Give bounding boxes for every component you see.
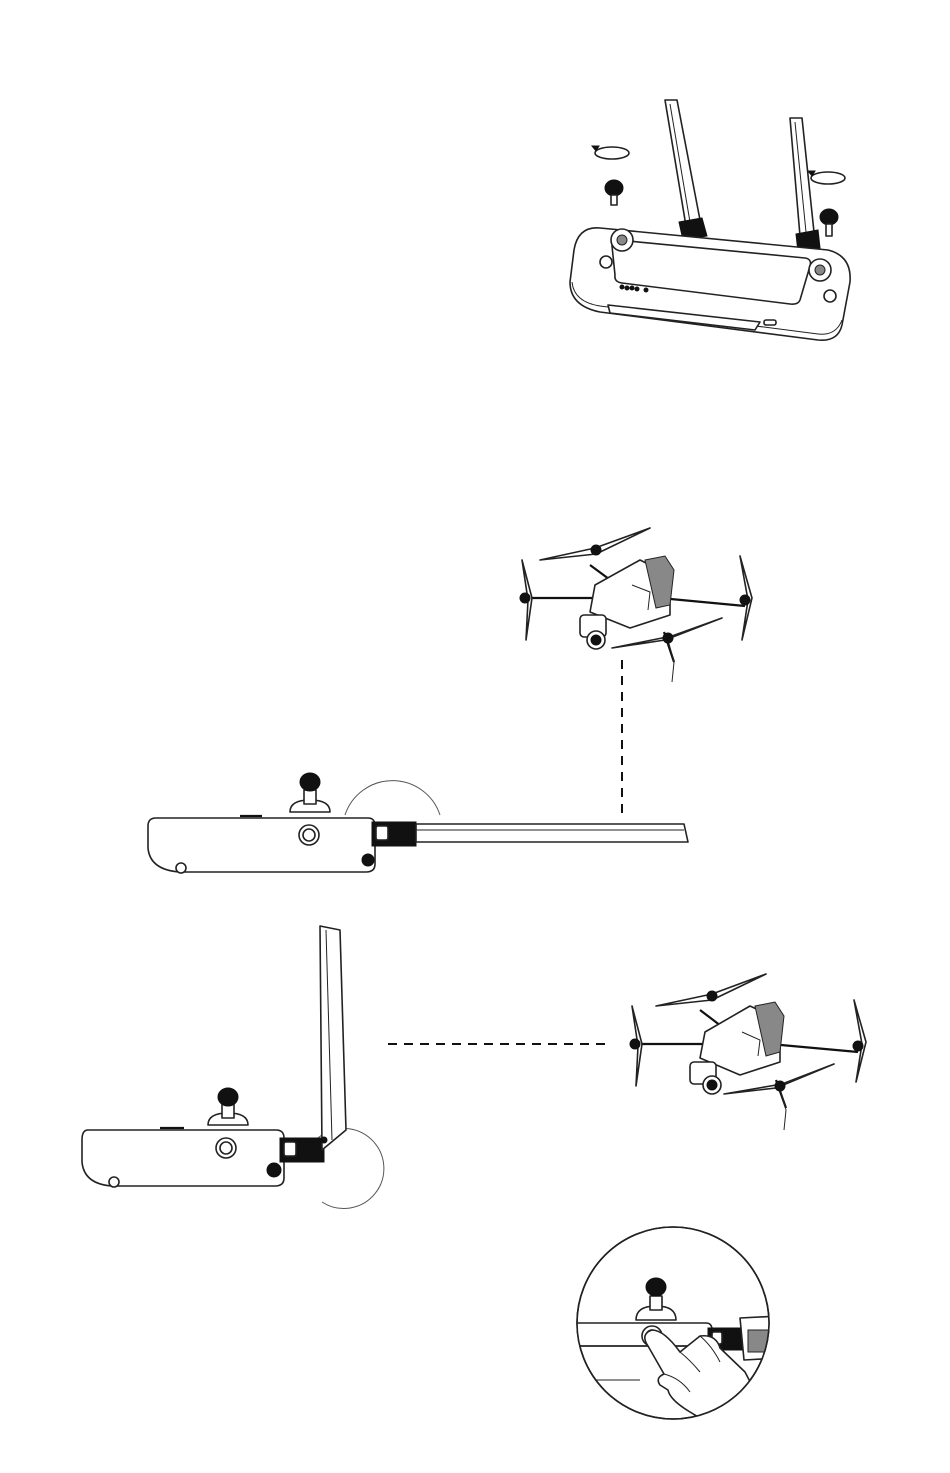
rotate-arrow-icon: [592, 146, 629, 159]
antenna-upright-orientation: [82, 926, 866, 1209]
antenna-flat-orientation: [148, 528, 752, 873]
thumbstick-icon: [300, 773, 320, 791]
controller-antenna-unfold: [570, 100, 850, 340]
rotate-arrow-icon: [808, 171, 845, 184]
rotation-arc: [345, 781, 440, 815]
controller-side-view: [82, 926, 384, 1209]
thumbstick-icon: [605, 180, 623, 205]
thumbstick-icon: [218, 1088, 238, 1106]
thumbstick-icon: [820, 209, 838, 236]
antenna-right: [790, 118, 820, 252]
power-button-press: [570, 1227, 780, 1430]
thumbstick-icon: [646, 1278, 666, 1296]
controller-side-view: [148, 773, 688, 873]
drone-icon: [630, 974, 866, 1130]
drone-icon: [520, 528, 752, 682]
antenna-left: [665, 100, 707, 240]
